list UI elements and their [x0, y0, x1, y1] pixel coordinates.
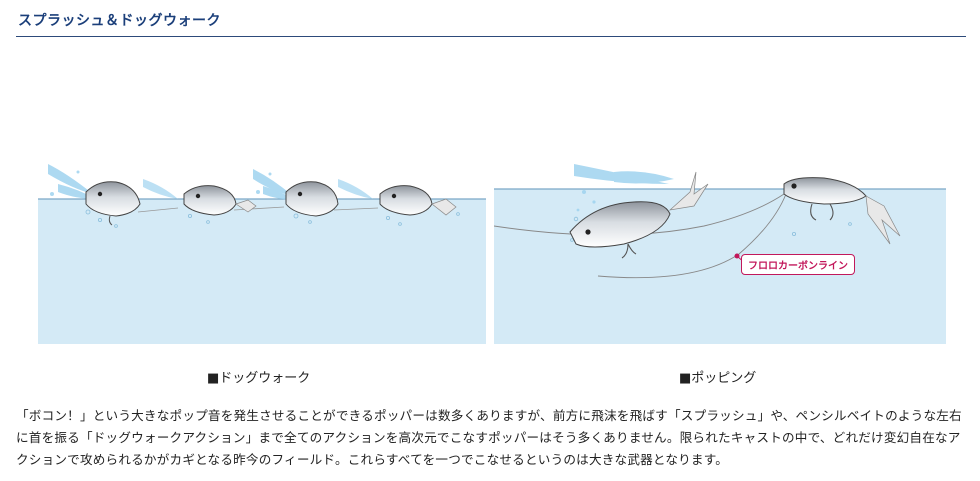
title-divider: [16, 36, 966, 37]
feather-tail: [235, 199, 257, 213]
section-title: スプラッシュ＆ドッグウォーク: [18, 13, 221, 29]
caption-dog-walk: ■ドッグウォーク: [207, 371, 311, 386]
feather-tail: [431, 198, 457, 216]
dog-walk-illustration: [38, 44, 486, 344]
feather-tail: [668, 171, 709, 211]
fluorocarbon-line: [597, 193, 787, 279]
description-text: 「ボコン！」という大きなポップ音を発生させることができるポッパーは数多くあります…: [16, 408, 962, 467]
popping-illustration: フロロカーボンライン: [494, 44, 946, 344]
bubbles: [85, 209, 460, 228]
water-area: [38, 199, 486, 344]
popping-svg: [494, 164, 946, 344]
treble-hook: [621, 243, 637, 259]
feather-tail: [865, 195, 901, 245]
caption-popping: ■ポッピング: [679, 371, 757, 386]
popper-lure-1: [85, 181, 141, 226]
splash-spray-3: [143, 179, 373, 199]
treble-hook: [108, 215, 113, 226]
fishing-line: [494, 193, 785, 236]
splash-spray: [574, 164, 674, 212]
popper-lure-3: [285, 181, 339, 217]
treble-hook: [810, 203, 834, 221]
dog-walk-svg: [38, 164, 486, 344]
popper-lure-2: [183, 185, 257, 216]
fluorocarbon-line-label: フロロカーボンライン: [741, 254, 855, 275]
fishing-line: [137, 206, 379, 213]
popper-lure-4: [379, 185, 457, 216]
popper-lure-floating: [783, 177, 901, 245]
popper-lure-diving: [569, 171, 709, 259]
